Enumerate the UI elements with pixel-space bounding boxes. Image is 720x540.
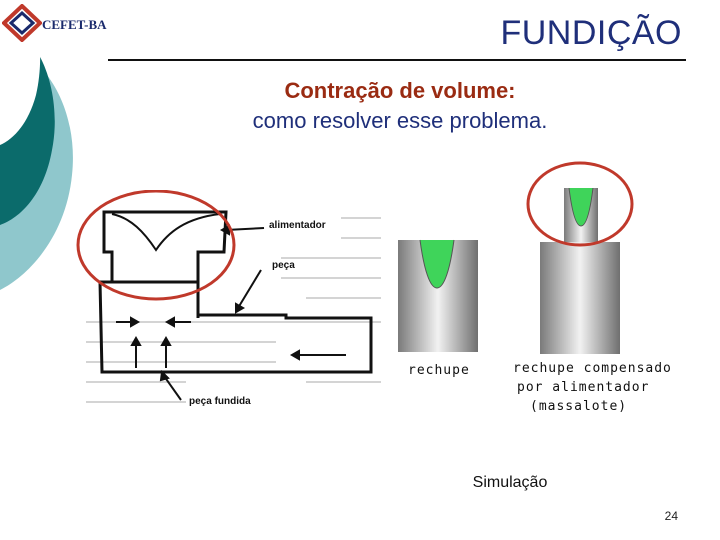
- label-rechupe: rechupe: [408, 363, 470, 378]
- simulation-drawing: [398, 161, 634, 354]
- label-peca: peça: [272, 260, 295, 271]
- casting-diagram: alimentador peça peça fundida: [76, 189, 386, 420]
- subtitle-line-2: como resolver esse problema.: [252, 108, 548, 133]
- casting-drawing: [76, 189, 381, 403]
- cefet-logo: CEFET-BA: [1, 3, 107, 43]
- logo-mark-icon: [1, 3, 43, 43]
- label-compensado-line-1: rechupe compensado: [513, 361, 672, 376]
- label-compensado-line-3: (massalote): [530, 399, 628, 414]
- page-number: 24: [664, 509, 678, 523]
- label-peca-fundida: peça fundida: [189, 396, 251, 407]
- title-divider: [108, 59, 686, 61]
- page-title: FUNDIÇÃO: [500, 14, 682, 52]
- label-compensado-line-2: por alimentador: [517, 380, 650, 395]
- simulation-figures: rechupe rechupe compensado por alimentad…: [390, 160, 690, 430]
- decorative-arcs: [0, 0, 73, 290]
- subtitle: Contração de volume: como resolver esse …: [150, 76, 650, 136]
- simulation-caption: Simulação: [472, 474, 548, 491]
- subtitle-line-1: Contração de volume:: [284, 78, 516, 103]
- label-alimentador: alimentador: [269, 220, 326, 231]
- logo-text: CEFET-BA: [42, 17, 107, 32]
